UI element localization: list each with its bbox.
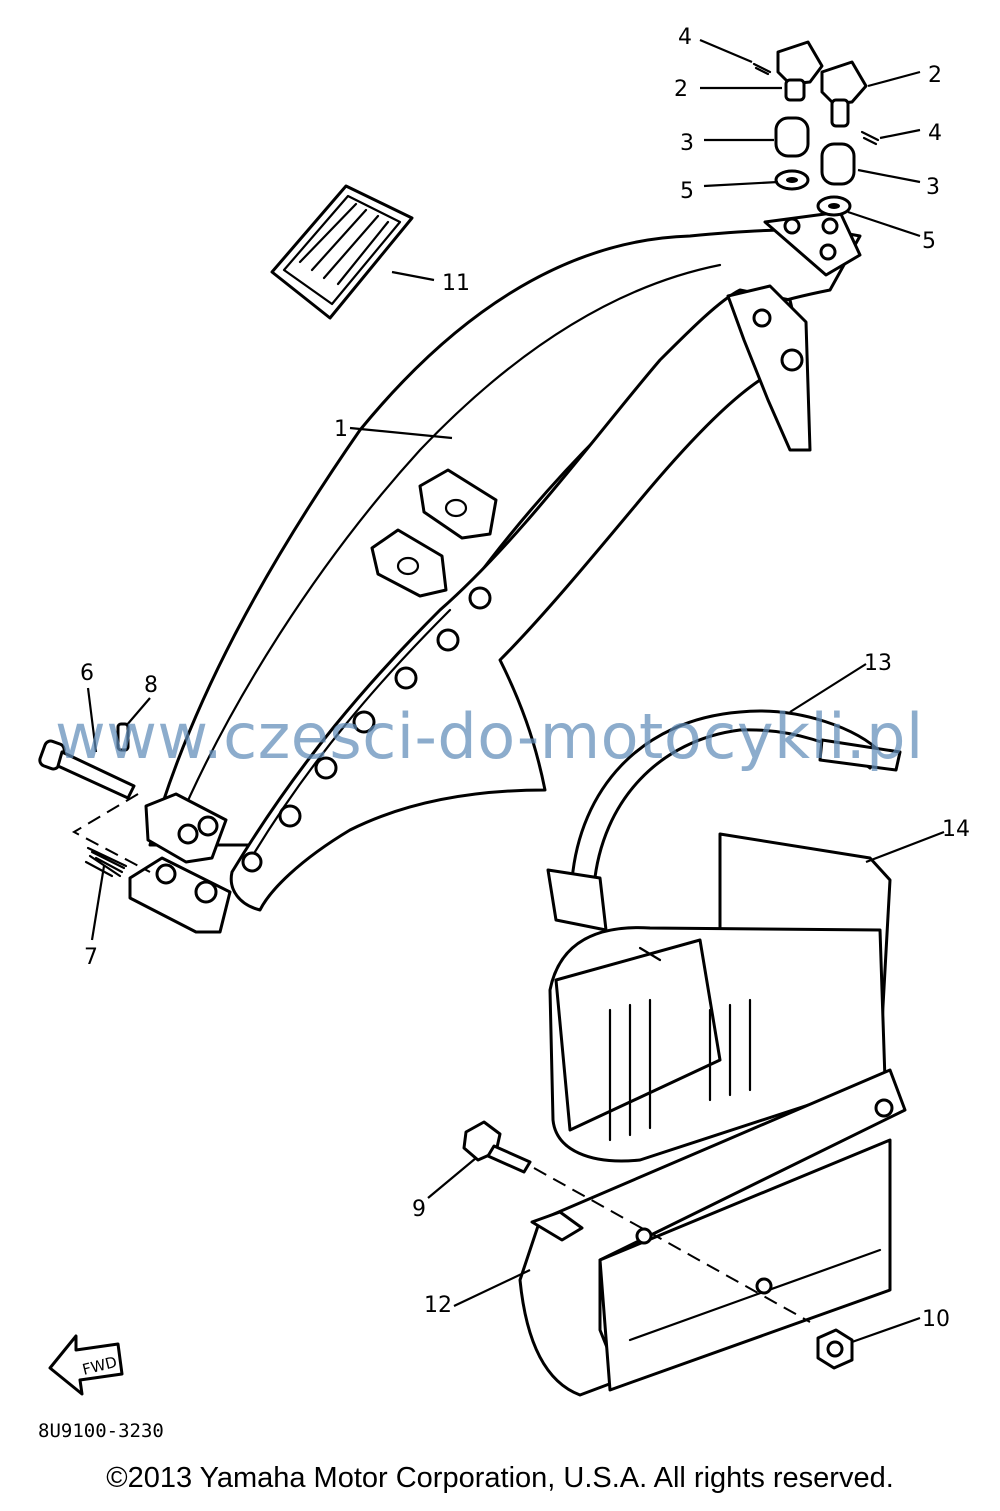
callout-8: 8: [144, 673, 158, 698]
callout-3-left: 3: [680, 131, 694, 156]
callout-13: 13: [864, 651, 892, 676]
hinge-hardware-group: [38, 722, 151, 878]
callout-9: 9: [412, 1197, 426, 1222]
fender-hardware-group: [752, 40, 880, 217]
callout-4-right: 4: [928, 121, 942, 146]
rear-fender-part-1: [128, 210, 862, 934]
callout-12: 12: [424, 1293, 452, 1318]
bolt-part-9: [462, 1120, 811, 1323]
callout-6: 6: [80, 661, 94, 686]
callout-7: 7: [84, 945, 98, 970]
nut-part-10: [816, 1328, 854, 1370]
fwd-arrow-icon: [48, 1334, 124, 1396]
site-watermark: www.czesci-do-motocykli.pl: [55, 700, 924, 773]
reflector-part-11: [270, 184, 414, 320]
battery-part-14: [548, 832, 892, 1163]
callout-4-left: 4: [678, 25, 692, 50]
callout-3-right: 3: [926, 175, 940, 200]
diagram-code: 8U9100-3230: [38, 1420, 164, 1442]
callout-11: 11: [442, 271, 470, 296]
callout-5-left: 5: [680, 179, 694, 204]
battery-box-part-12: [518, 1068, 907, 1397]
callout-2-left: 2: [674, 77, 688, 102]
callout-14: 14: [942, 817, 970, 842]
leader-lines: [86, 38, 945, 1344]
callout-5-right: 5: [922, 229, 936, 254]
callout-2-right: 2: [928, 63, 942, 88]
callout-1: 1: [334, 417, 348, 442]
copyright-notice: ©2013 Yamaha Motor Corporation, U.S.A. A…: [106, 1462, 894, 1494]
callout-10: 10: [922, 1307, 950, 1332]
